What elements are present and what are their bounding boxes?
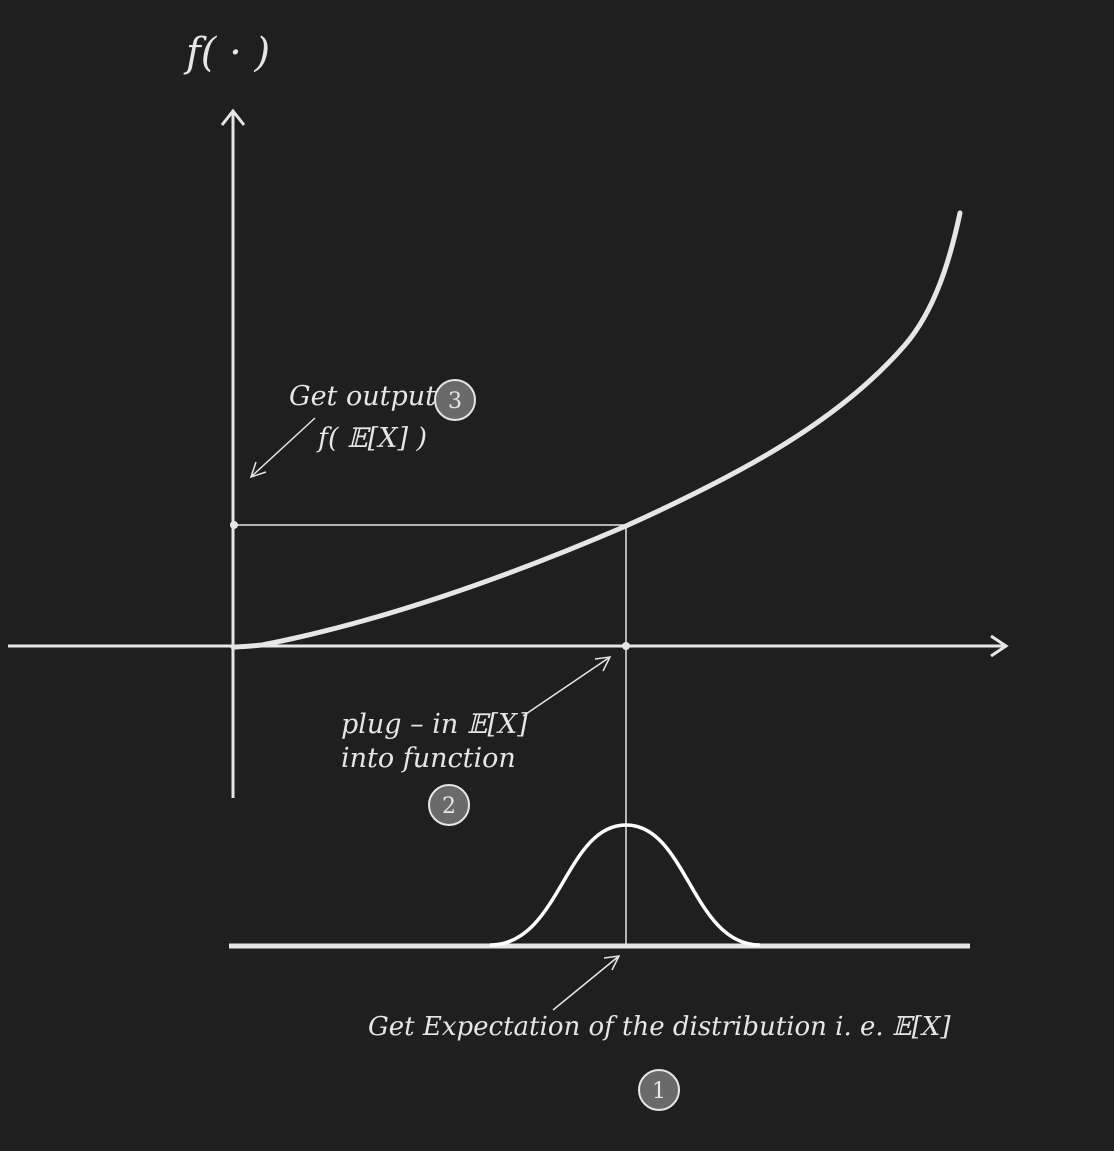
y-axis-arrowhead xyxy=(220,108,246,126)
step2-text-line2: into function xyxy=(341,743,516,774)
step2-badge: 2 xyxy=(428,784,470,826)
step1-badge: 1 xyxy=(638,1069,680,1111)
numbered-badge-icon xyxy=(434,379,476,421)
step3-badge: 3 xyxy=(434,379,476,421)
arrow-icon xyxy=(522,656,612,717)
step3-text-line1: Get output xyxy=(289,381,436,412)
arrow-icon xyxy=(552,955,621,1011)
x-axis-arrowhead xyxy=(990,634,1009,658)
function-curve xyxy=(230,210,963,650)
step3-badge-number: 3 xyxy=(448,389,462,414)
y-axis-label: f( · ) xyxy=(183,30,270,76)
numbered-badge-icon xyxy=(638,1069,680,1111)
step1-text: Get Expectation of the distribution i. e… xyxy=(368,1012,951,1042)
output-point xyxy=(230,521,238,529)
step1-badge-number: 1 xyxy=(652,1079,666,1104)
numbered-badge-icon xyxy=(428,784,470,826)
step2-badge-number: 2 xyxy=(442,794,456,819)
distribution-curve xyxy=(489,823,761,947)
mean-point-on-axis xyxy=(622,642,630,650)
step3-text-line2: f( 𝔼[X] ) xyxy=(316,423,427,454)
step2-text-line1: plug – in 𝔼[X] xyxy=(341,709,528,740)
arrow-icon xyxy=(249,417,316,479)
